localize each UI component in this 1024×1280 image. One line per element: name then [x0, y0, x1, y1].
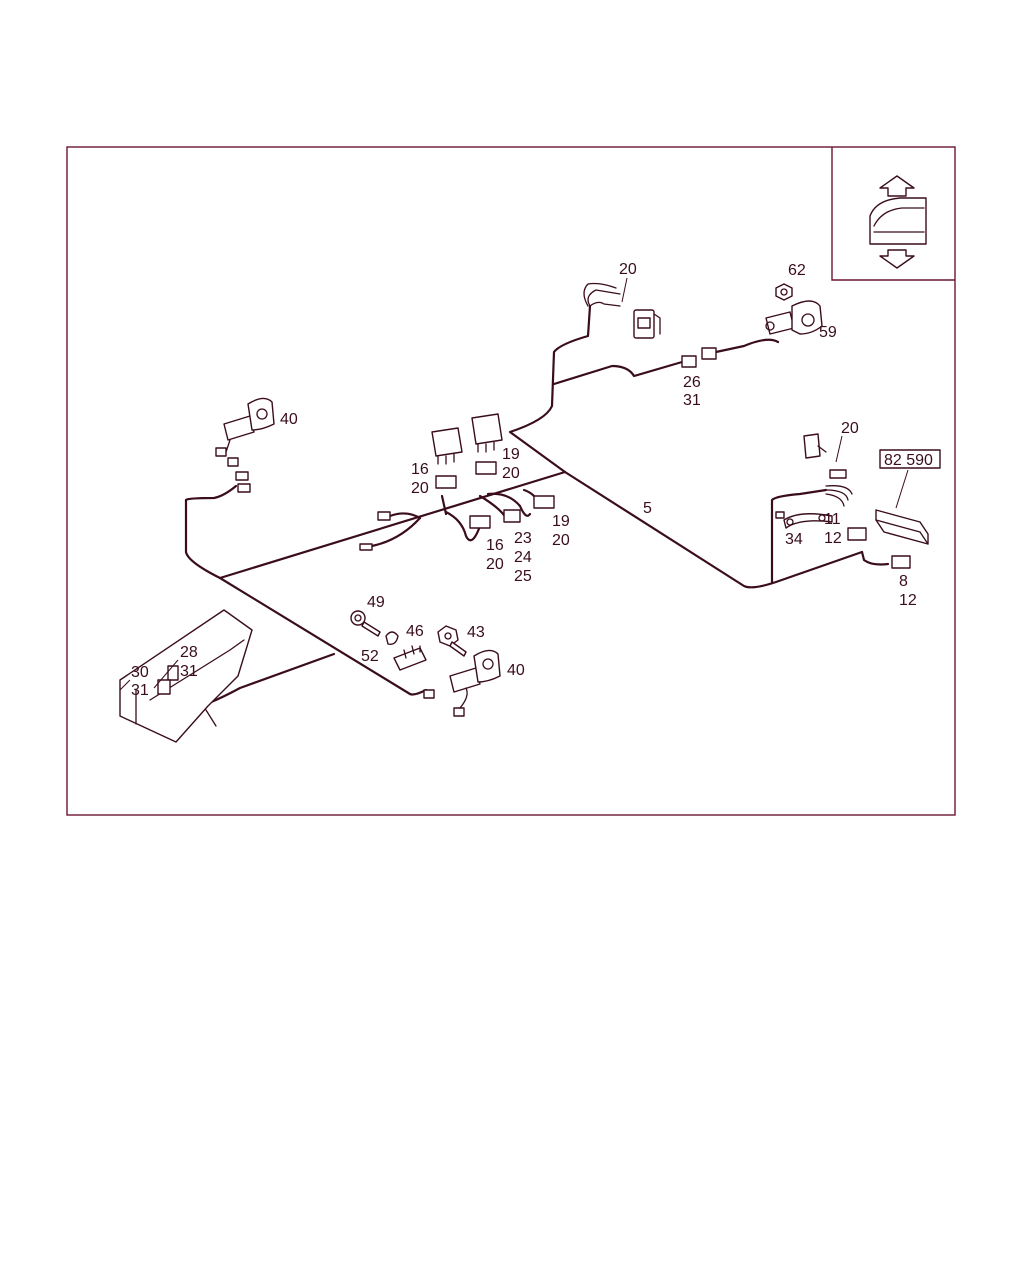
callout-28: 28	[180, 644, 198, 661]
callout-20-b: 20	[502, 465, 520, 482]
callout-20-a: 20	[411, 480, 429, 497]
switch-module-top	[633, 309, 661, 339]
callout-24: 24	[514, 549, 532, 566]
callout-23: 23	[514, 530, 532, 547]
door-window-icon	[869, 175, 927, 269]
screw-49	[350, 610, 381, 637]
callout-25: 25	[514, 568, 532, 585]
switch-right-20	[803, 433, 847, 479]
callout-26: 26	[683, 374, 701, 391]
connector-pair-26-31	[681, 347, 717, 368]
nut-62	[775, 283, 793, 301]
connector-8-12	[891, 555, 911, 569]
callout-52: 52	[361, 648, 379, 665]
bracket-52	[393, 645, 427, 671]
part-number-82590: 82 590	[884, 452, 933, 469]
callout-labels: 20 62 59 26 31 40 16 20 19 20 19 20 16 2…	[131, 261, 933, 699]
connector-16-20-lower	[469, 515, 491, 529]
window-motor-40-right	[423, 649, 501, 717]
callout-12-a: 12	[824, 530, 842, 547]
callout-30: 30	[131, 664, 149, 681]
relay-16-20	[431, 427, 463, 489]
callout-11: 11	[824, 511, 841, 528]
connector-23-24-25	[503, 509, 521, 523]
bolt-43	[437, 625, 467, 657]
callout-20-c: 20	[552, 532, 570, 549]
callout-31-c: 31	[131, 682, 149, 699]
callout-8: 8	[899, 573, 908, 590]
motor-59	[765, 300, 823, 335]
center-console-left	[119, 609, 253, 743]
diagram-frame	[66, 146, 956, 816]
leader-lines	[119, 277, 843, 691]
callout-19-a: 19	[502, 446, 520, 463]
door-icon-inset	[831, 147, 955, 281]
harness-wires	[170, 282, 890, 708]
callout-5: 5	[643, 500, 652, 517]
plug-left-inner	[359, 511, 391, 551]
control-unit-82590	[875, 449, 941, 545]
callout-31-b: 31	[180, 663, 198, 680]
callout-49: 49	[367, 594, 385, 611]
callout-62: 62	[788, 262, 806, 279]
connector-11-12	[847, 527, 867, 541]
callout-40-right: 40	[507, 662, 525, 679]
callout-20-right: 20	[841, 420, 859, 437]
relay-19-20	[471, 413, 503, 475]
callout-40-left: 40	[280, 411, 298, 428]
callout-31-a: 31	[683, 392, 701, 409]
window-motor-40-left	[215, 397, 275, 493]
callout-34: 34	[785, 531, 803, 548]
callout-16-a: 16	[411, 461, 429, 478]
callout-16-b: 16	[486, 537, 504, 554]
clip-46	[385, 631, 399, 646]
callout-43: 43	[467, 624, 485, 641]
callout-46: 46	[406, 623, 424, 640]
lock-rod-34	[775, 511, 833, 529]
connector-19-20-lower	[533, 495, 555, 509]
callout-20-top: 20	[619, 261, 637, 278]
callout-12-b: 12	[899, 592, 917, 609]
callout-19-b: 19	[552, 513, 570, 530]
callout-59: 59	[819, 324, 837, 341]
callout-20-d: 20	[486, 556, 504, 573]
